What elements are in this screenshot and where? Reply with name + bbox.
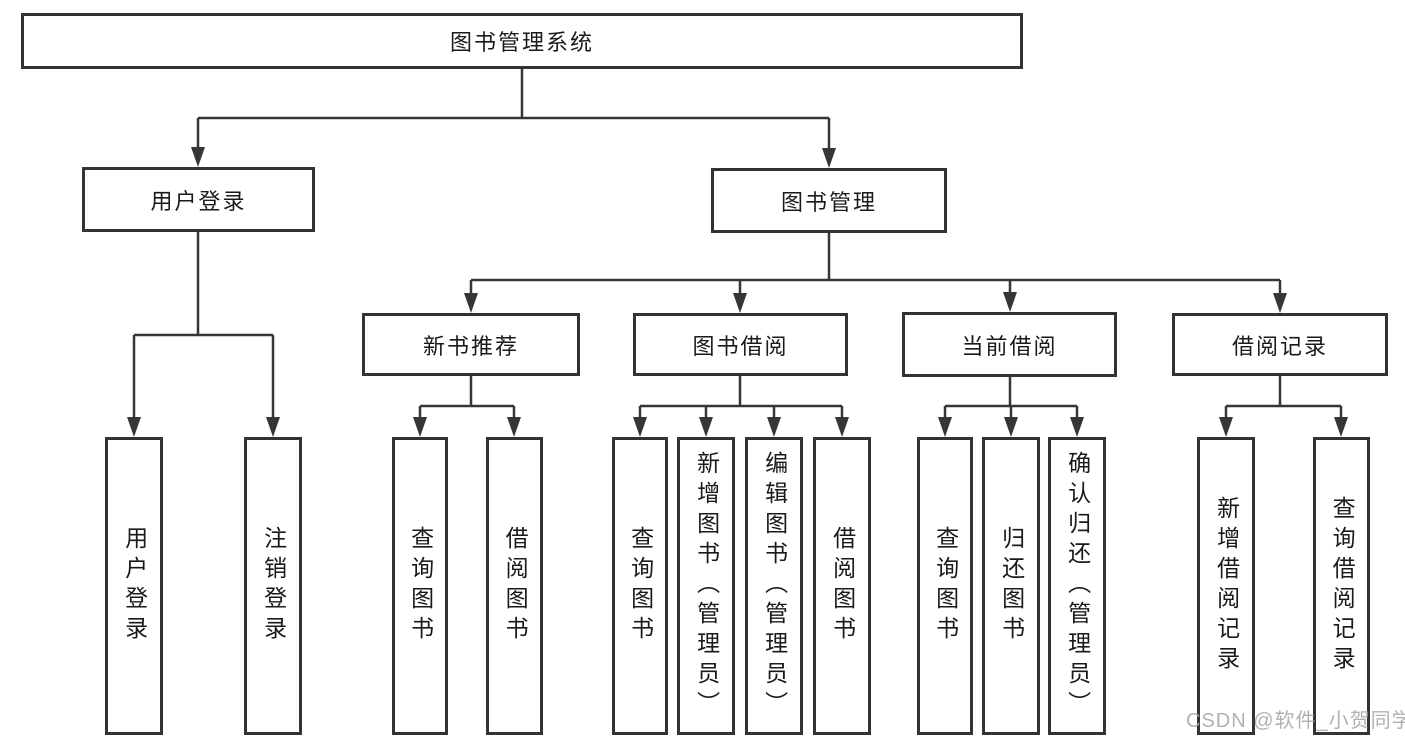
node-new-book-recommend: 新书推荐 — [362, 313, 580, 376]
leaf-borrow-borrow-books: 借阅图书 — [813, 437, 871, 735]
node-user-login: 用户登录 — [82, 167, 315, 232]
leaf-borrow-add-books-admin: 新增图书（管理员） — [677, 437, 735, 735]
node-book-management: 图书管理 — [711, 168, 947, 233]
leaf-logout: 注销登录 — [244, 437, 302, 735]
leaf-record-query-borrow-record: 查询借阅记录 — [1313, 437, 1370, 735]
leaf-recommend-borrow-books: 借阅图书 — [486, 437, 543, 735]
node-current-borrow: 当前借阅 — [902, 312, 1117, 377]
leaf-current-confirm-return-admin: 确认归还（管理员） — [1048, 437, 1106, 735]
csdn-watermark: CSDN @软件_小贺同学 — [1186, 710, 1405, 732]
node-root: 图书管理系统 — [21, 13, 1023, 69]
leaf-borrow-query-books: 查询图书 — [612, 437, 668, 735]
leaf-user-login: 用户登录 — [105, 437, 163, 735]
leaf-recommend-query-books: 查询图书 — [392, 437, 448, 735]
node-borrow-record: 借阅记录 — [1172, 313, 1388, 376]
leaf-borrow-edit-books-admin: 编辑图书（管理员） — [745, 437, 803, 735]
leaf-current-query-books: 查询图书 — [917, 437, 973, 735]
node-book-borrow: 图书借阅 — [633, 313, 848, 376]
leaf-record-add-borrow-record: 新增借阅记录 — [1197, 437, 1255, 735]
leaf-current-return-books: 归还图书 — [982, 437, 1040, 735]
